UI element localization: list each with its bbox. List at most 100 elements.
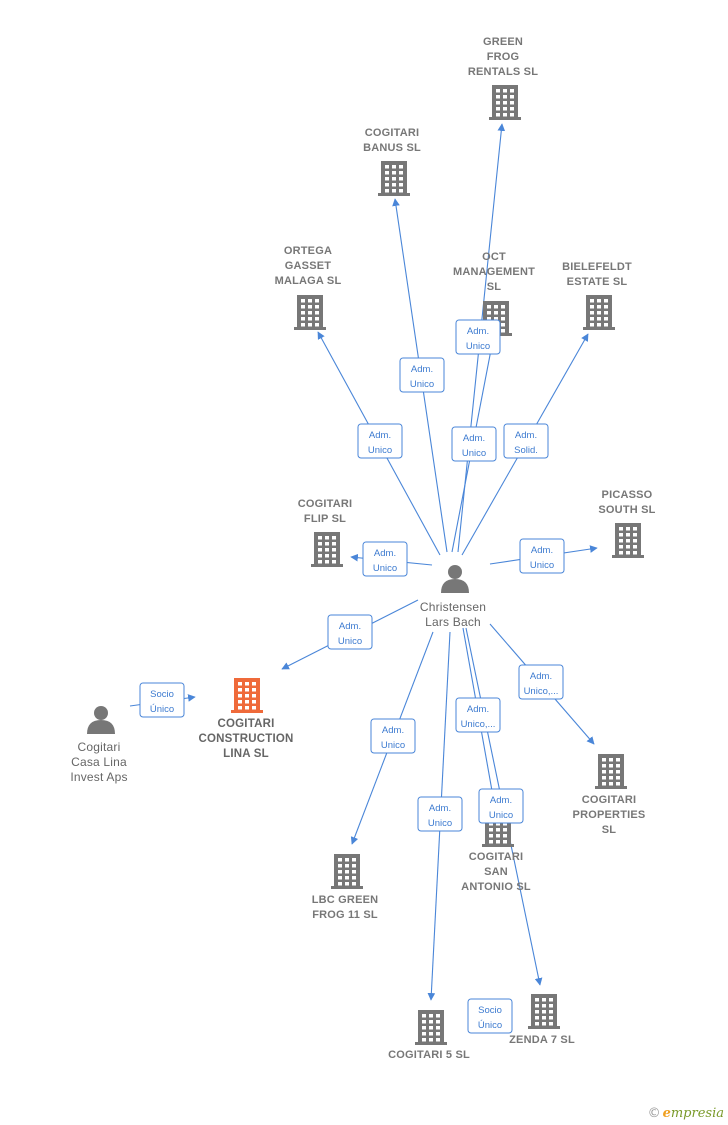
node-label-line: PROPERTIES bbox=[573, 809, 646, 821]
node-label-line: Casa Lina bbox=[71, 755, 127, 769]
edge-label-cogitari5[interactable]: Adm.Unico bbox=[417, 796, 463, 832]
node-label-line: OCT bbox=[482, 251, 506, 263]
edge-label-oct[interactable]: Adm.Unico bbox=[451, 426, 497, 462]
node-cogitari5[interactable]: COGITARI 5 SL bbox=[388, 1010, 470, 1061]
edge-label-flip[interactable]: Adm.Unico bbox=[362, 541, 408, 577]
edge-label-text: Unico bbox=[338, 636, 362, 647]
edge-label-box bbox=[478, 788, 524, 824]
edge-label-text: Socio bbox=[150, 689, 174, 700]
edge-label-text: Adm. bbox=[530, 671, 552, 682]
edge-label-text: Socio bbox=[478, 1005, 502, 1016]
edge-label-green_frog[interactable]: Adm.Unico bbox=[455, 319, 501, 355]
edge-label-construction[interactable]: Adm. Unico bbox=[327, 614, 373, 650]
edge-label-ortega[interactable]: Adm. Unico bbox=[357, 423, 403, 459]
node-lbc[interactable]: LBC GREEN FROG 11 SL bbox=[312, 854, 379, 921]
brand-name: mpresia bbox=[670, 1106, 724, 1121]
building-icon bbox=[331, 854, 363, 889]
node-label-line: ESTATE SL bbox=[567, 276, 628, 288]
edge-label-box bbox=[503, 423, 549, 459]
edge-label-box bbox=[519, 538, 565, 574]
edge-label-text: Unico bbox=[410, 379, 434, 390]
building-icon bbox=[612, 523, 644, 558]
footer-brand[interactable]: ©empresia bbox=[648, 1106, 724, 1121]
node-label-line: COGITARI bbox=[365, 127, 420, 139]
edge-label-text: Adm. bbox=[369, 430, 391, 441]
edge-label-text: Unico bbox=[373, 563, 397, 574]
edge-label-box bbox=[399, 357, 445, 393]
node-label-line: BANUS SL bbox=[363, 142, 421, 154]
node-label-line: RENTALS SL bbox=[468, 66, 538, 78]
node-label-line: MALAGA SL bbox=[275, 275, 342, 287]
edge-label-text: Adm. bbox=[515, 430, 537, 441]
node-bielefeldt[interactable]: BIELEFELDT ESTATE SL bbox=[562, 261, 632, 330]
edge-label-picasso[interactable]: Adm.Unico bbox=[519, 538, 565, 574]
edge-label-properties[interactable]: Adm. Unico,... bbox=[518, 664, 564, 700]
node-zenda[interactable]: ZENDA 7 SL bbox=[509, 994, 575, 1046]
node-label-line: Cogitari bbox=[78, 740, 121, 754]
node-label-line: SL bbox=[487, 281, 502, 293]
edge-label-box bbox=[327, 614, 373, 650]
building-icon bbox=[378, 161, 410, 196]
edge-label-text: Unico bbox=[530, 560, 554, 571]
node-label-line: SL bbox=[602, 824, 617, 836]
node-label-line: COGITARI bbox=[469, 851, 524, 863]
edge-label-box bbox=[370, 718, 416, 754]
building-icon bbox=[231, 678, 263, 713]
edge-label-text: Adm. bbox=[382, 725, 404, 736]
building-icon bbox=[583, 295, 615, 330]
edge-label-text: Unico,... bbox=[524, 686, 559, 697]
node-properties[interactable]: COGITARI PROPERTIES SL bbox=[573, 754, 646, 836]
node-label-line: CONSTRUCTION bbox=[198, 733, 293, 745]
node-label-line: ZENDA 7 SL bbox=[509, 1034, 575, 1046]
building-icon bbox=[528, 994, 560, 1029]
edge-label-text: Unico bbox=[368, 445, 392, 456]
edge-label-bielefeldt[interactable]: Adm. Solid. bbox=[503, 423, 549, 459]
node-label-line: FLIP SL bbox=[304, 513, 346, 525]
edge-label-text: Adm. bbox=[429, 803, 451, 814]
edge-label-box bbox=[357, 423, 403, 459]
node-label-line: COGITARI bbox=[298, 498, 353, 510]
edge-label-lbc[interactable]: Adm. Unico bbox=[370, 718, 416, 754]
edge-label-text: Adm. bbox=[467, 704, 489, 715]
edge-labels-layer: Adm.UnicoAdm.UnicoAdm.UnicoAdm.UnicoAdm.… bbox=[139, 319, 565, 1034]
person-icon bbox=[87, 706, 115, 734]
edge-label-text: Adm. bbox=[490, 795, 512, 806]
edge-label-box bbox=[417, 796, 463, 832]
edge-label-box bbox=[362, 541, 408, 577]
edge-label-text: Unico bbox=[462, 448, 486, 459]
node-flip[interactable]: COGITARI FLIP SL bbox=[298, 498, 353, 567]
edge-label-box bbox=[455, 319, 501, 355]
node-label-line: COGITARI bbox=[582, 794, 637, 806]
edge-label-banus[interactable]: Adm.Unico bbox=[399, 357, 445, 393]
edge-label-box bbox=[139, 682, 185, 718]
edge-label-text: Único bbox=[478, 1020, 502, 1031]
node-label-line: GASSET bbox=[285, 260, 332, 272]
node-label-line: FROG bbox=[487, 51, 520, 63]
node-ortega[interactable]: ORTEGA GASSET MALAGA SL bbox=[275, 245, 342, 330]
node-label-line: BIELEFELDT bbox=[562, 261, 632, 273]
edge-label-zenda[interactable]: Adm.Unico bbox=[478, 788, 524, 824]
edge-label-text: Unico bbox=[381, 740, 405, 751]
node-label-line: FROG 11 SL bbox=[312, 909, 378, 921]
node-label-line: COGITARI bbox=[218, 718, 275, 730]
node-label-line: ORTEGA bbox=[284, 245, 332, 257]
edge-label-text: Solid. bbox=[514, 445, 538, 456]
edge-label-text: Adm. bbox=[339, 621, 361, 632]
node-label-line: SOUTH SL bbox=[598, 504, 655, 516]
edge-label-text: Unico bbox=[466, 341, 490, 352]
building-icon bbox=[311, 532, 343, 567]
edge-label-box bbox=[467, 998, 513, 1034]
node-label-line: LBC GREEN bbox=[312, 894, 379, 906]
building-icon bbox=[489, 85, 521, 120]
node-banus[interactable]: COGITARI BANUS SL bbox=[363, 127, 421, 196]
edge-label-san_antonio[interactable]: Adm.Unico,... bbox=[455, 697, 501, 733]
